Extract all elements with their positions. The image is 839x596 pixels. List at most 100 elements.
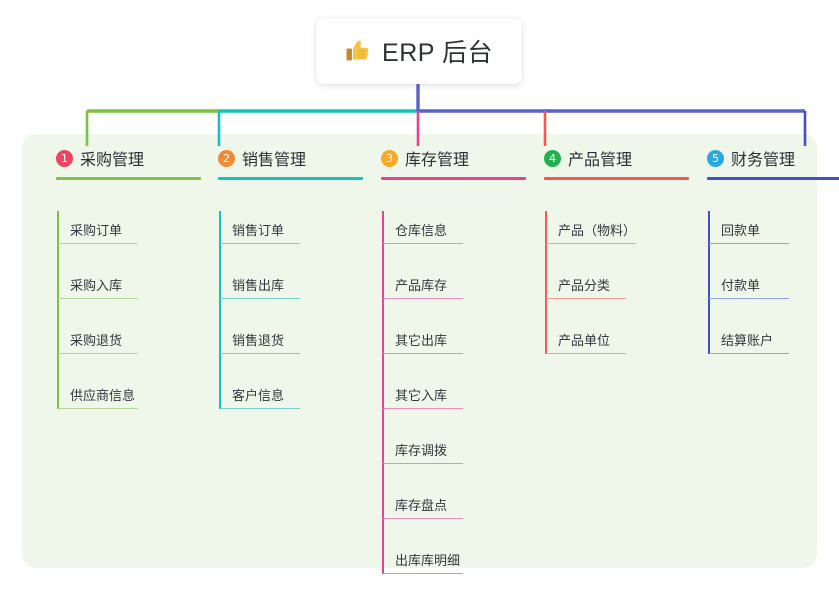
branch-spine-1	[57, 211, 59, 409]
column-1: 1 采购管理采购订单采购入库采购退货供应商信息	[38, 145, 201, 431]
column-title-5: 财务管理	[731, 152, 796, 169]
leaf-rule	[383, 407, 463, 409]
leaf-list-2: 销售订单销售出库销售退货客户信息	[200, 211, 306, 431]
leaf-list-3: 仓库信息产品库存其它出库其它入库库存调拨库存盘点出库库明细	[363, 211, 469, 596]
leaf-label: 产品（物料）	[558, 223, 637, 238]
branch-spine-5	[708, 211, 710, 354]
leaf-rule	[220, 407, 300, 409]
column-header-1[interactable]: 1 采购管理	[38, 145, 201, 180]
leaf-list-1: 采购订单采购入库采购退货供应商信息	[38, 211, 144, 431]
leaf-label: 库存盘点	[395, 498, 448, 513]
leaf-item[interactable]: 回款单	[689, 211, 795, 266]
branch-spine-2	[219, 211, 221, 409]
leaf-label: 产品分类	[558, 278, 611, 293]
root-node-card[interactable]: ERP 后台	[316, 18, 522, 84]
leaf-item[interactable]: 结算账户	[689, 321, 795, 376]
column-badge-1: 1	[56, 149, 73, 167]
leaf-item[interactable]: 采购订单	[38, 211, 144, 266]
leaf-item[interactable]: 仓库信息	[363, 211, 469, 266]
leaf-label: 付款单	[721, 278, 761, 293]
column-rule-5	[707, 177, 839, 180]
leaf-rule	[709, 242, 789, 244]
leaf-item[interactable]: 采购退货	[38, 321, 144, 376]
leaf-label: 其它入库	[395, 388, 448, 403]
thumbs-up-icon	[345, 38, 371, 64]
leaf-rule	[383, 462, 463, 464]
leaf-item[interactable]: 出库库明细	[363, 541, 469, 596]
leaf-label: 销售退货	[232, 333, 285, 348]
column-rule-3	[381, 177, 526, 180]
leaf-item[interactable]: 产品（物料）	[526, 211, 636, 266]
leaf-label: 仓库信息	[395, 223, 448, 238]
column-2: 2 销售管理销售订单销售出库销售退货客户信息	[200, 145, 363, 431]
leaf-rule	[546, 242, 636, 244]
column-title-1: 采购管理	[80, 152, 145, 169]
column-title-4: 产品管理	[568, 152, 633, 169]
leaf-rule	[58, 352, 138, 354]
leaf-item[interactable]: 客户信息	[200, 376, 306, 431]
leaf-item[interactable]: 其它出库	[363, 321, 469, 376]
leaf-rule	[383, 517, 463, 519]
leaf-item[interactable]: 销售订单	[200, 211, 306, 266]
leaf-item[interactable]: 销售出库	[200, 266, 306, 321]
column-rule-1	[56, 177, 201, 180]
branch-spine-4	[545, 211, 547, 354]
leaf-item[interactable]: 销售退货	[200, 321, 306, 376]
leaf-item[interactable]: 产品分类	[526, 266, 632, 321]
leaf-label: 采购订单	[70, 223, 123, 238]
leaf-label: 供应商信息	[70, 388, 136, 403]
leaf-rule	[58, 407, 138, 409]
leaf-label: 结算账户	[721, 333, 774, 348]
column-rule-4	[544, 177, 689, 180]
leaf-label: 销售订单	[232, 223, 285, 238]
leaf-item[interactable]: 其它入库	[363, 376, 469, 431]
leaf-item[interactable]: 采购入库	[38, 266, 144, 321]
root-title: ERP 后台	[382, 39, 493, 67]
leaf-rule	[709, 297, 789, 299]
leaf-label: 销售出库	[232, 278, 285, 293]
root-node-content: ERP 后台	[345, 33, 493, 69]
leaf-label: 采购退货	[70, 333, 123, 348]
column-3: 3 库存管理仓库信息产品库存其它出库其它入库库存调拨库存盘点出库库明细	[363, 145, 526, 596]
leaf-rule	[220, 297, 300, 299]
column-badge-2: 2	[218, 149, 235, 167]
leaf-rule	[220, 242, 300, 244]
leaf-rule	[709, 352, 789, 354]
leaf-item[interactable]: 供应商信息	[38, 376, 144, 431]
column-5: 5 财务管理回款单付款单结算账户	[689, 145, 839, 376]
leaf-item[interactable]: 付款单	[689, 266, 795, 321]
leaf-rule	[383, 297, 463, 299]
leaf-item[interactable]: 产品单位	[526, 321, 632, 376]
branch-spine-3	[382, 211, 384, 574]
column-title-3: 库存管理	[405, 152, 470, 169]
leaf-item[interactable]: 库存调拨	[363, 431, 469, 486]
column-header-5[interactable]: 5 财务管理	[689, 145, 839, 180]
content-panel	[22, 134, 817, 568]
leaf-label: 回款单	[721, 223, 761, 238]
column-badge-3: 3	[381, 149, 398, 167]
column-badge-5: 5	[707, 149, 724, 167]
column-badge-4: 4	[544, 149, 561, 167]
leaf-label: 采购入库	[70, 278, 123, 293]
leaf-rule	[58, 242, 138, 244]
leaf-label: 产品库存	[395, 278, 448, 293]
leaf-rule	[546, 297, 626, 299]
column-header-2[interactable]: 2 销售管理	[200, 145, 363, 180]
leaf-item[interactable]: 库存盘点	[363, 486, 469, 541]
leaf-label: 客户信息	[232, 388, 285, 403]
leaf-rule	[383, 242, 463, 244]
column-rule-2	[218, 177, 363, 180]
column-4: 4 产品管理产品（物料） 产品分类产品单位	[526, 145, 689, 376]
leaf-label: 其它出库	[395, 333, 448, 348]
leaf-label: 库存调拨	[395, 443, 448, 458]
column-header-3[interactable]: 3 库存管理	[363, 145, 526, 180]
leaf-rule	[546, 352, 626, 354]
leaf-list-4: 产品（物料） 产品分类产品单位	[526, 211, 636, 376]
leaf-rule	[220, 352, 300, 354]
column-header-4[interactable]: 4 产品管理	[526, 145, 689, 180]
leaf-item[interactable]: 产品库存	[363, 266, 469, 321]
leaf-rule	[383, 572, 463, 574]
column-title-2: 销售管理	[242, 152, 307, 169]
leaf-rule	[383, 352, 463, 354]
